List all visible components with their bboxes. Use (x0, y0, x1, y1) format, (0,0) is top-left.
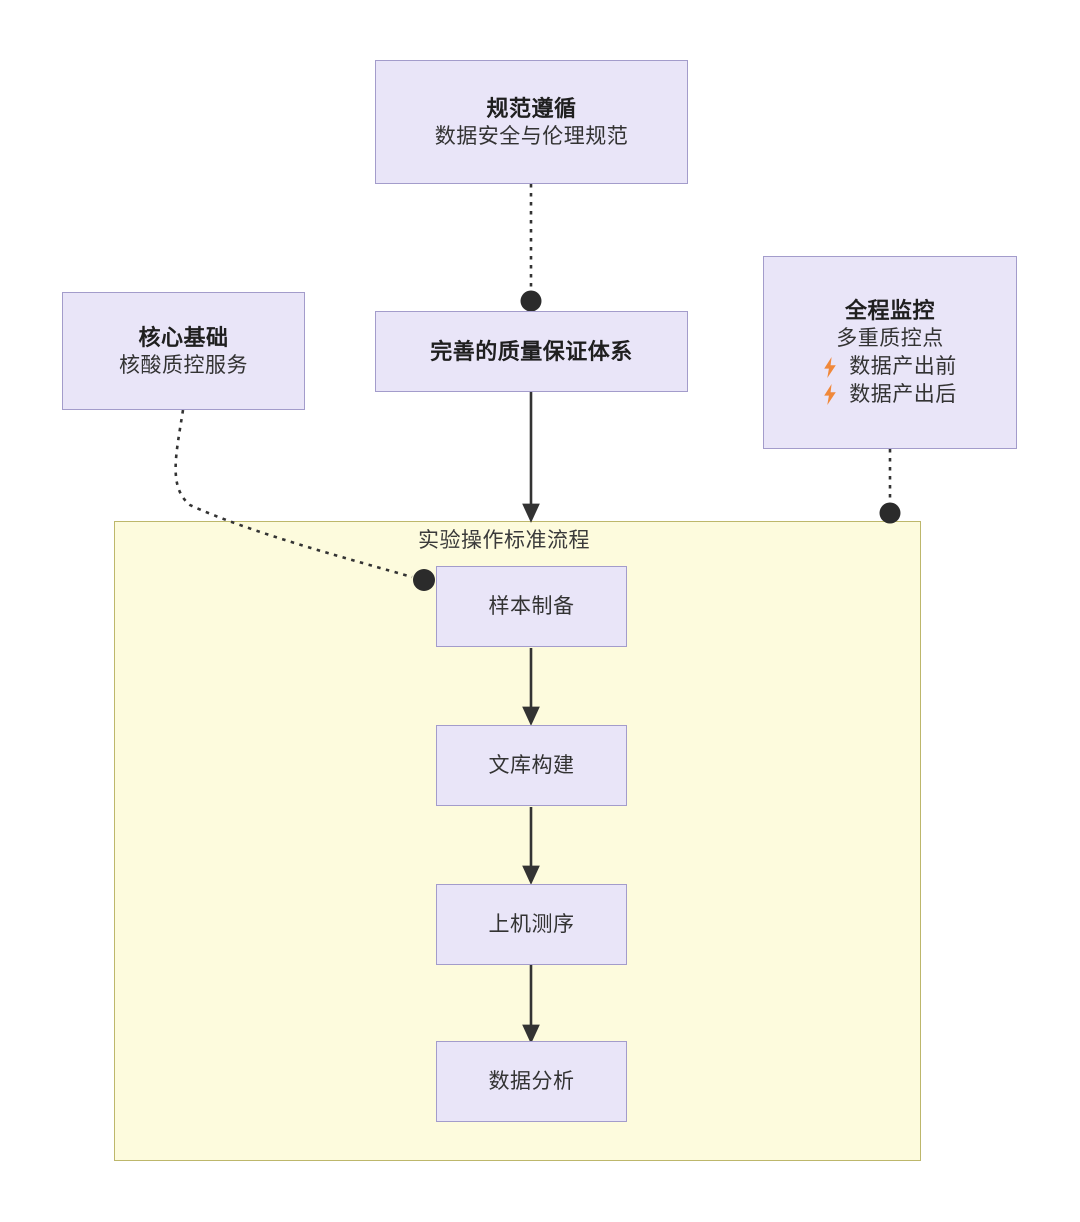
node-step-data-analysis[interactable]: 数据分析 (436, 1041, 627, 1122)
node-quality-system[interactable]: 完善的质量保证体系 (375, 311, 688, 392)
node-foundation-title: 核心基础 (138, 324, 229, 350)
node-standards-title: 规范遵循 (486, 95, 577, 121)
node-step-library-construction-label: 文库构建 (488, 753, 575, 777)
node-monitoring-subtitle: 多重质控点 (836, 327, 944, 351)
node-step-sequencing-label: 上机测序 (488, 912, 575, 936)
node-step-sequencing[interactable]: 上机测序 (436, 884, 627, 965)
node-quality-system-title: 完善的质量保证体系 (430, 338, 633, 364)
node-standards-subtitle: 数据安全与伦理规范 (434, 124, 629, 148)
node-foundation-subtitle: 核酸质控服务 (119, 353, 248, 377)
lightning-bolt-icon (823, 384, 837, 406)
node-monitoring[interactable]: 全程监控 多重质控点 数据产出前 数据产出后 (763, 256, 1017, 449)
monitoring-bullet-2-label: 数据产出后 (849, 382, 957, 406)
subgraph-sop-label: 实验操作标准流程 (418, 529, 590, 552)
edge-monitoring-to-sop (879, 449, 901, 524)
node-monitoring-title: 全程监控 (844, 298, 935, 324)
lightning-bolt-icon (823, 356, 837, 378)
node-foundation[interactable]: 核心基础 核酸质控服务 (62, 292, 305, 410)
node-step-data-analysis-label: 数据分析 (488, 1069, 575, 1093)
node-step-sample-prep[interactable]: 样本制备 (436, 566, 627, 647)
monitoring-bullet-1: 数据产出前 (823, 353, 957, 381)
node-step-library-construction[interactable]: 文库构建 (436, 725, 627, 806)
node-standards[interactable]: 规范遵循 数据安全与伦理规范 (375, 60, 688, 184)
edge-standards-to-quality (520, 184, 542, 312)
monitoring-bullet-2: 数据产出后 (823, 381, 957, 409)
monitoring-bullet-1-label: 数据产出前 (849, 355, 957, 379)
node-step-sample-prep-label: 样本制备 (488, 594, 575, 618)
